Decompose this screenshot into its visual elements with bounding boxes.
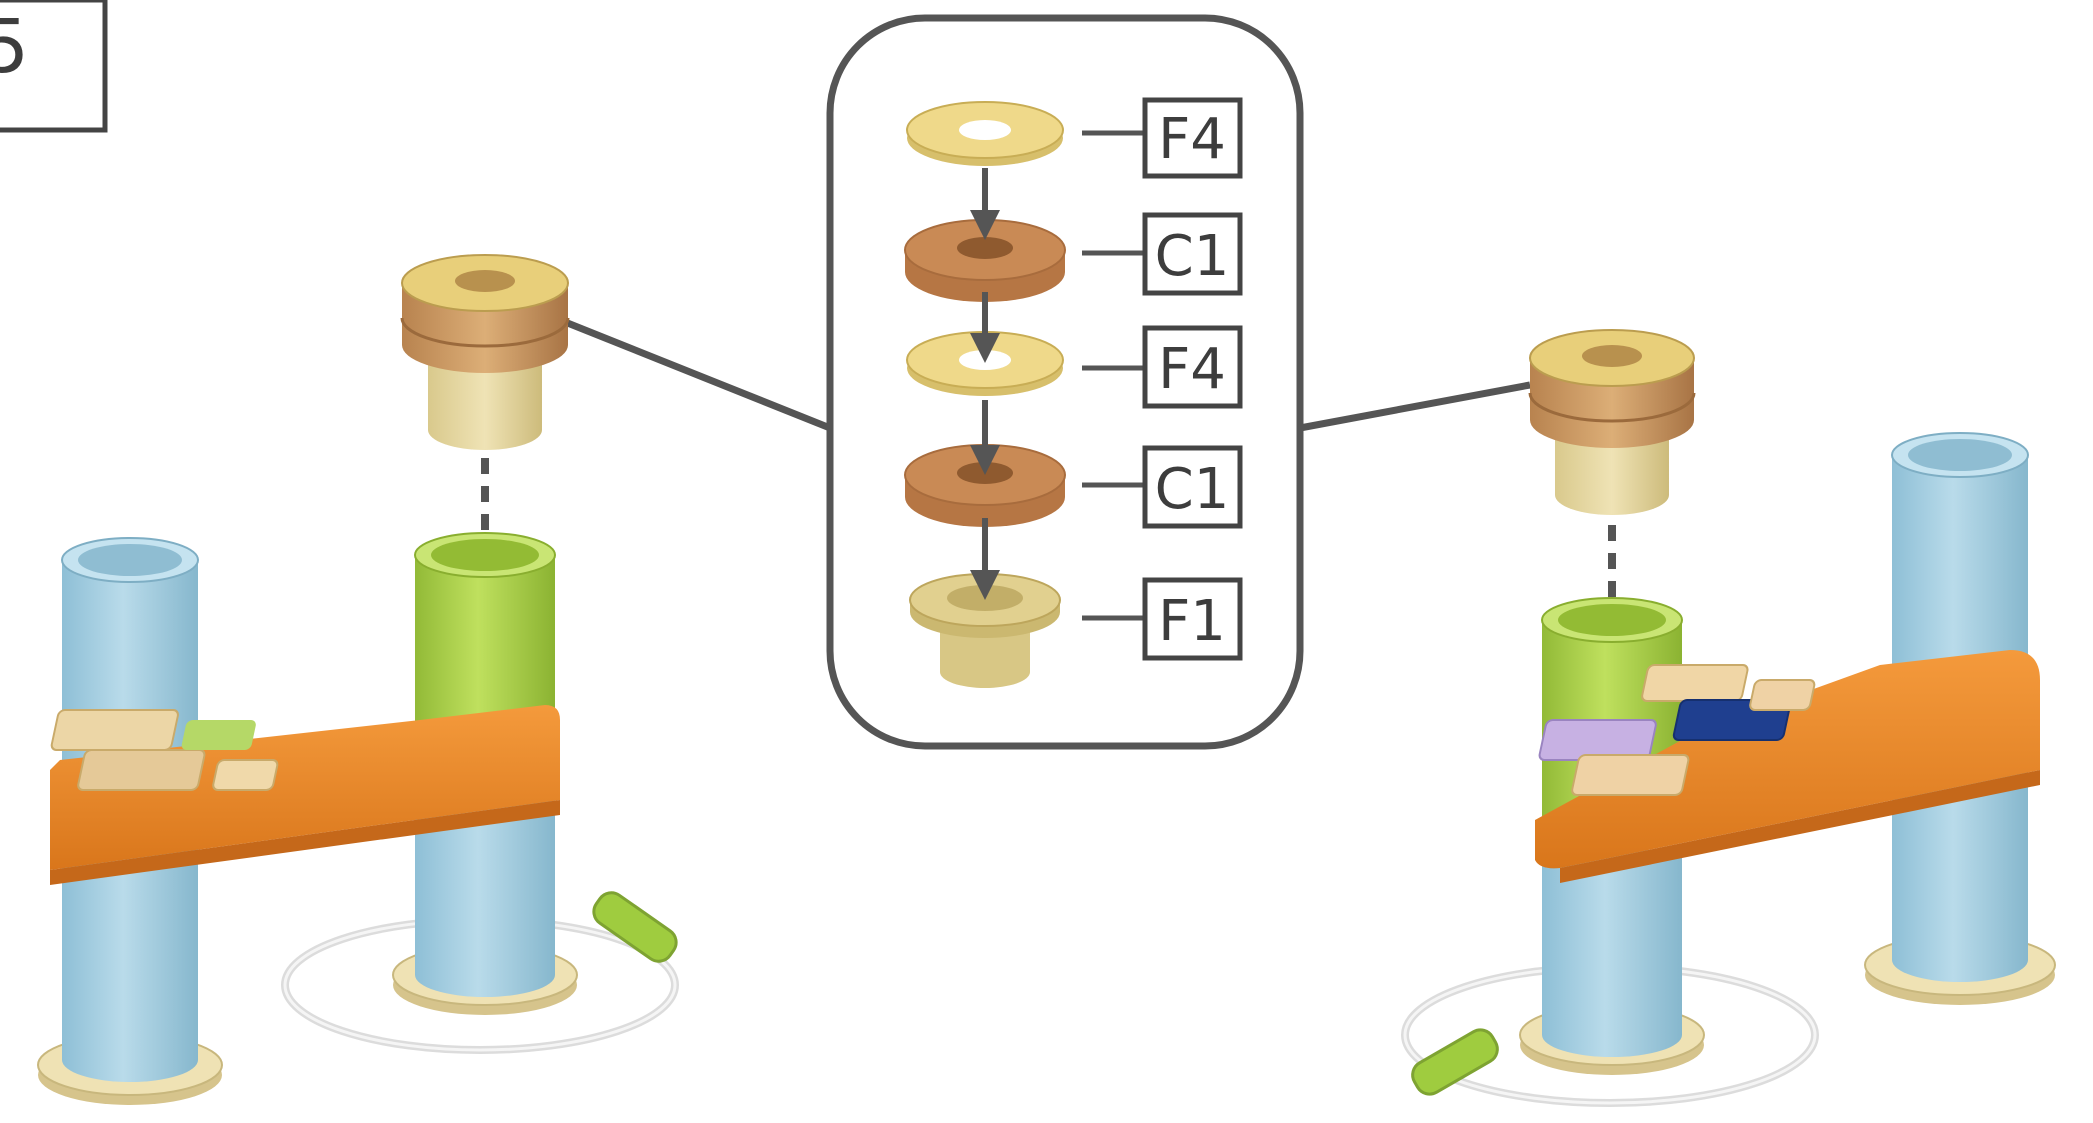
part-sequence — [904, 101, 1066, 688]
label-row: F4 — [1082, 97, 1243, 179]
part-label: F4 — [1158, 337, 1226, 402]
part-c1-ring — [904, 219, 1066, 302]
right-bearing-stack — [1528, 329, 1696, 515]
spring-left — [592, 891, 678, 963]
step-number-box: 5 — [0, 0, 108, 133]
left-arm-blocks — [50, 709, 279, 791]
left-assembly — [37, 254, 679, 1105]
callout-panel — [826, 14, 1304, 750]
part-f1-bushing — [909, 573, 1061, 688]
label-row: F4 — [1082, 325, 1243, 409]
part-f4-ring — [906, 101, 1064, 166]
right-orange-arm — [1535, 650, 2040, 883]
step-number: 5 — [0, 4, 29, 90]
part-labels: F4 C1 F4 C1 F1 — [1082, 97, 1243, 661]
part-label: F1 — [1158, 589, 1226, 654]
part-label: C1 — [1155, 457, 1230, 522]
right-assembly — [1401, 329, 2056, 1107]
right-arm-blocks — [1538, 664, 1816, 796]
part-label: C1 — [1155, 224, 1230, 289]
left-orange-arm — [50, 705, 560, 885]
spring-right — [1411, 1028, 1499, 1096]
label-row: F1 — [1082, 577, 1243, 661]
callout-connector-right — [1299, 381, 1531, 432]
left-bearing-stack — [400, 254, 570, 450]
callout-connector-left — [563, 318, 832, 432]
label-row: C1 — [1082, 212, 1243, 296]
part-label: F4 — [1158, 107, 1226, 172]
label-row: C1 — [1082, 445, 1243, 529]
